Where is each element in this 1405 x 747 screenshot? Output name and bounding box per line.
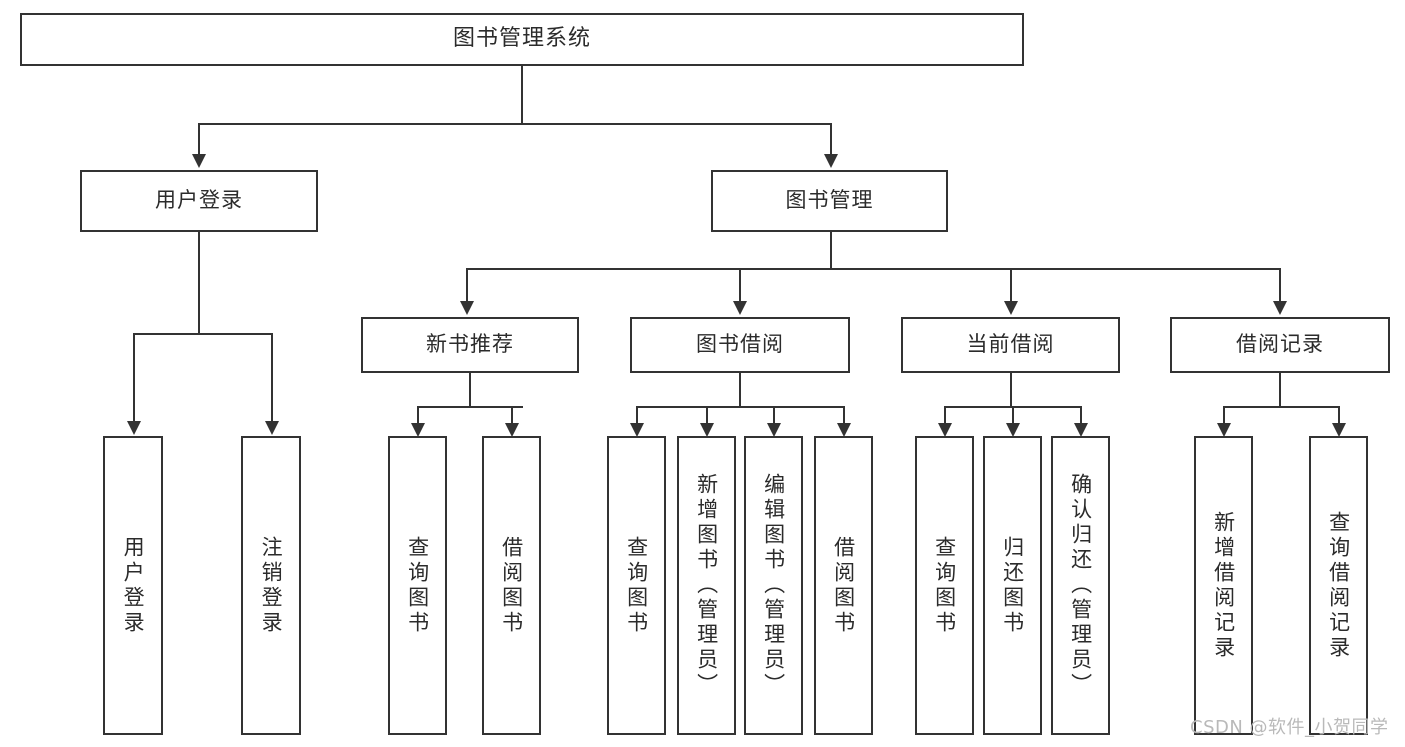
node-root-book-management-system[interactable]: 图书管理系统 — [20, 13, 1024, 66]
node-current-borrow[interactable]: 当前借阅 — [901, 317, 1120, 373]
arrow-icon-borrow-record-leaf-0 — [1217, 423, 1231, 437]
node-label: 新书推荐 — [426, 332, 514, 357]
leaf-add-book-admin[interactable]: 新增图书（管理员） — [677, 436, 736, 735]
leaf-logout[interactable]: 注销登录 — [241, 436, 301, 735]
arrow-icon-to-book-management — [824, 154, 838, 168]
node-label: 查询图书 — [932, 535, 957, 636]
node-label: 归还图书 — [1000, 535, 1025, 636]
leaf-user-login[interactable]: 用户登录 — [103, 436, 163, 735]
node-label: 查询图书 — [624, 535, 649, 636]
connector-new-book-bus — [417, 406, 523, 408]
connector-new-book-leaf-0 — [417, 406, 419, 425]
node-label: 图书管理 — [785, 188, 874, 213]
connector-book-management-bus — [466, 268, 1280, 270]
node-label: 编辑图书（管理员） — [761, 473, 786, 698]
leaf-new-book-borrow[interactable]: 借阅图书 — [482, 436, 541, 735]
connector-bm-to-borrow-record — [1279, 268, 1281, 303]
leaf-add-borrow-record[interactable]: 新增借阅记录 — [1194, 436, 1253, 735]
node-new-book-recommend[interactable]: 新书推荐 — [361, 317, 579, 373]
connector-user-login-to-leaf-0 — [133, 333, 135, 423]
arrow-icon-borrow-record-leaf-1 — [1332, 423, 1346, 437]
connector-current-borrow-leaf-2 — [1080, 406, 1082, 425]
leaf-current-query-book[interactable]: 查询图书 — [915, 436, 974, 735]
connector-root-to-user-login — [198, 123, 200, 156]
node-label: 借阅记录 — [1236, 332, 1324, 357]
connector-book-borrow-leaf-3 — [843, 406, 845, 425]
connector-root-stem — [521, 66, 523, 123]
connector-borrow-record-leaf-0 — [1223, 406, 1225, 425]
connector-root-bus — [198, 123, 832, 125]
node-label: 用户登录 — [155, 188, 243, 213]
node-book-borrow[interactable]: 图书借阅 — [630, 317, 850, 373]
connector-root-to-book-management — [830, 123, 832, 156]
leaf-borrow-book[interactable]: 借阅图书 — [814, 436, 873, 735]
arrow-icon-to-user-login — [192, 154, 206, 168]
node-label: 新增借阅记录 — [1211, 510, 1236, 661]
connector-user-login-to-leaf-1 — [271, 333, 273, 423]
connector-user-login-bus — [133, 333, 273, 335]
arrow-icon-book-borrow-leaf-0 — [630, 423, 644, 437]
watermark-text: CSDN @软件_小贺同学 — [1190, 717, 1389, 738]
node-label: 图书借阅 — [696, 332, 784, 357]
connector-current-borrow-leaf-1 — [1012, 406, 1014, 425]
connector-book-borrow-leaf-0 — [636, 406, 638, 425]
connector-book-management-stem — [830, 232, 832, 268]
connector-new-book-stem — [469, 373, 471, 406]
node-label: 新增图书（管理员） — [694, 473, 719, 698]
node-book-management[interactable]: 图书管理 — [711, 170, 948, 232]
arrow-icon-new-book-leaf-0 — [411, 423, 425, 437]
arrow-icon-book-borrow — [733, 301, 747, 315]
arrow-icon-current-borrow — [1004, 301, 1018, 315]
node-label: 注销登录 — [259, 535, 284, 636]
arrow-icon-current-borrow-leaf-2 — [1074, 423, 1088, 437]
connector-current-borrow-leaf-0 — [944, 406, 946, 425]
node-label: 查询借阅记录 — [1326, 510, 1351, 661]
connector-bm-to-book-borrow — [739, 268, 741, 303]
node-label: 确认归还（管理员） — [1068, 473, 1093, 698]
leaf-new-book-query[interactable]: 查询图书 — [388, 436, 447, 735]
connector-book-borrow-leaf-2 — [773, 406, 775, 425]
node-label: 用户登录 — [121, 535, 146, 636]
connector-bm-to-current-borrow — [1010, 268, 1012, 303]
arrow-icon-user-login-leaf-1 — [265, 421, 279, 435]
connector-bm-to-new-book — [466, 268, 468, 303]
leaf-return-book[interactable]: 归还图书 — [983, 436, 1042, 735]
arrow-icon-current-borrow-leaf-0 — [938, 423, 952, 437]
arrow-icon-new-book-recommend — [460, 301, 474, 315]
arrow-icon-borrow-record — [1273, 301, 1287, 315]
connector-book-borrow-bus — [636, 406, 844, 408]
connector-current-borrow-stem — [1010, 373, 1012, 406]
connector-book-borrow-stem — [739, 373, 741, 406]
connector-new-book-leaf-1 — [511, 406, 513, 425]
connector-user-login-stem — [198, 232, 200, 333]
arrow-icon-current-borrow-leaf-1 — [1006, 423, 1020, 437]
arrow-icon-book-borrow-leaf-2 — [767, 423, 781, 437]
connector-borrow-record-stem — [1279, 373, 1281, 406]
arrow-icon-user-login-leaf-0 — [127, 421, 141, 435]
leaf-borrow-query-book[interactable]: 查询图书 — [607, 436, 666, 735]
node-label: 借阅图书 — [831, 535, 856, 636]
arrow-icon-new-book-leaf-1 — [505, 423, 519, 437]
node-user-login[interactable]: 用户登录 — [80, 170, 318, 232]
node-borrow-record[interactable]: 借阅记录 — [1170, 317, 1390, 373]
connector-borrow-record-bus — [1223, 406, 1339, 408]
arrow-icon-book-borrow-leaf-3 — [837, 423, 851, 437]
leaf-edit-book-admin[interactable]: 编辑图书（管理员） — [744, 436, 803, 735]
node-label: 当前借阅 — [966, 332, 1055, 357]
node-label: 图书管理系统 — [452, 26, 591, 52]
connector-borrow-record-leaf-1 — [1338, 406, 1340, 425]
arrow-icon-book-borrow-leaf-1 — [700, 423, 714, 437]
connector-book-borrow-leaf-1 — [706, 406, 708, 425]
leaf-query-borrow-record[interactable]: 查询借阅记录 — [1309, 436, 1368, 735]
node-label: 查询图书 — [405, 535, 430, 636]
leaf-confirm-return-admin[interactable]: 确认归还（管理员） — [1051, 436, 1110, 735]
node-label: 借阅图书 — [499, 535, 524, 636]
